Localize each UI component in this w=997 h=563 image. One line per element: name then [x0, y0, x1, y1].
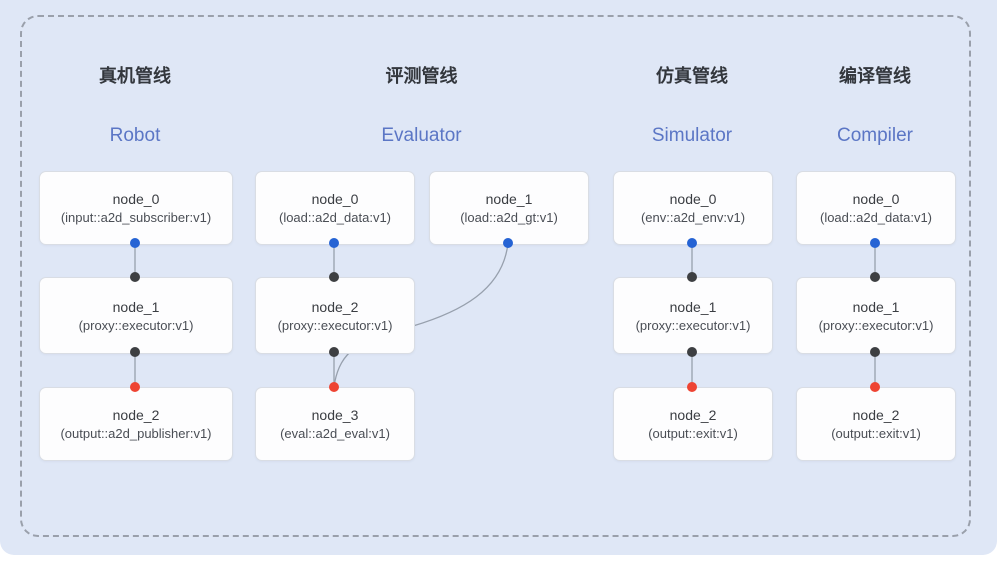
node-title: node_0: [669, 191, 717, 207]
node-robot-0: node_0 (input::a2d_subscriber:v1): [39, 171, 233, 245]
output-port-dot-blue: [130, 238, 140, 248]
node-title: node_1: [669, 298, 717, 315]
node-simulator-0: node_0 (env::a2d_env:v1): [613, 171, 773, 245]
node-simulator-1: node_1 (proxy::executor:v1): [613, 277, 773, 354]
node-subtitle: (output::exit:v1): [831, 426, 921, 441]
node-title: node_3: [311, 407, 359, 423]
pipeline-title-zh-evaluator: 评测管线: [385, 66, 458, 86]
node-subtitle: (load::a2d_gt:v1): [460, 210, 558, 225]
output-port-dot-blue: [870, 238, 880, 248]
node-title: node_1: [852, 298, 900, 315]
output-port-dot-black: [687, 347, 697, 357]
node-subtitle: (env::a2d_env:v1): [640, 210, 746, 225]
pipeline-title-zh-compiler: 编译管线: [839, 66, 911, 86]
node-title: node_0: [852, 191, 900, 207]
node-subtitle: (proxy::executor:v1): [78, 317, 194, 333]
node-compiler-2: node_2 (output::exit:v1): [796, 387, 956, 461]
output-port-dot-black: [130, 347, 140, 357]
node-subtitle: (load::a2d_data:v1): [278, 210, 392, 225]
node-title: node_0: [112, 191, 160, 207]
input-port-dot-black: [870, 272, 880, 282]
output-port-dot-black: [329, 347, 339, 357]
node-subtitle: (eval::a2d_eval:v1): [280, 426, 390, 441]
pipeline-title-en-robot: Robot: [109, 125, 161, 146]
output-port-dot-blue: [687, 238, 697, 248]
node-evaluator-2: node_2 (proxy::executor:v1): [255, 277, 415, 354]
node-title: node_2: [311, 298, 359, 315]
node-evaluator-3: node_3 (eval::a2d_eval:v1): [255, 387, 415, 461]
node-subtitle: (output::a2d_publisher:v1): [60, 426, 212, 441]
input-port-dot-black: [687, 272, 697, 282]
node-compiler-0: node_0 (load::a2d_data:v1): [796, 171, 956, 245]
input-port-dot-red: [870, 382, 880, 392]
output-port-dot-blue: [503, 238, 513, 248]
node-title: node_2: [852, 407, 900, 423]
output-port-dot-black: [870, 347, 880, 357]
node-title: node_2: [669, 407, 717, 423]
node-title: node_2: [112, 407, 160, 423]
pipeline-title-zh-simulator: 仿真管线: [656, 66, 728, 86]
node-subtitle: (output::exit:v1): [648, 426, 738, 441]
input-port-dot-red: [329, 382, 339, 392]
input-port-dot-red: [130, 382, 140, 392]
dashed-frame: [20, 15, 971, 537]
node-evaluator-1: node_1 (load::a2d_gt:v1): [429, 171, 589, 245]
pipeline-title-en-compiler: Compiler: [836, 125, 914, 146]
pipeline-title-en-evaluator: Evaluator: [381, 125, 462, 146]
output-port-dot-blue: [329, 238, 339, 248]
node-robot-2: node_2 (output::a2d_publisher:v1): [39, 387, 233, 461]
input-port-dot-red: [687, 382, 697, 392]
node-title: node_1: [485, 191, 533, 207]
node-subtitle: (input::a2d_subscriber:v1): [60, 210, 212, 225]
input-port-dot-black: [329, 272, 339, 282]
node-title: node_0: [311, 191, 359, 207]
input-port-dot-black: [130, 272, 140, 282]
node-compiler-1: node_1 (proxy::executor:v1): [796, 277, 956, 354]
node-subtitle: (proxy::executor:v1): [277, 317, 393, 333]
node-evaluator-0: node_0 (load::a2d_data:v1): [255, 171, 415, 245]
node-subtitle: (load::a2d_data:v1): [819, 210, 933, 225]
node-title: node_1: [112, 298, 160, 315]
pipeline-title-en-simulator: Simulator: [651, 125, 733, 146]
node-subtitle: (proxy::executor:v1): [818, 317, 934, 333]
node-simulator-2: node_2 (output::exit:v1): [613, 387, 773, 461]
node-robot-1: node_1 (proxy::executor:v1): [39, 277, 233, 354]
node-subtitle: (proxy::executor:v1): [635, 317, 751, 333]
pipeline-title-zh-robot: 真机管线: [99, 66, 171, 86]
